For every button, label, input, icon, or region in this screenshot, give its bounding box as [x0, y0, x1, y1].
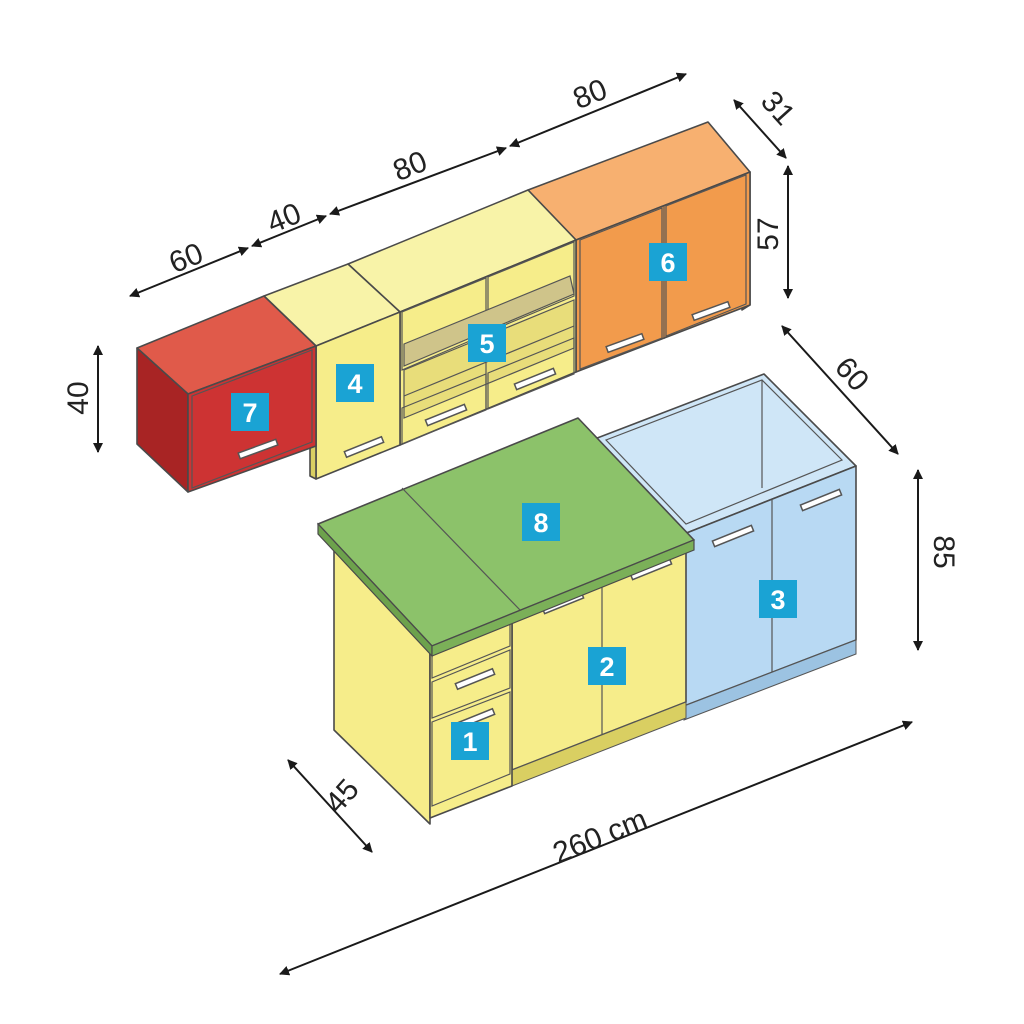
dim-label-45: 45: [319, 773, 366, 820]
dim-label-85: 85: [927, 535, 960, 568]
dim-line-60-upper: [129, 246, 249, 298]
dim-label-60-base: 60: [828, 351, 875, 398]
badge-6: 6: [649, 243, 687, 281]
badge-4: 4: [336, 364, 374, 402]
dim-line-80-left: [329, 146, 507, 216]
dim-label-80-right: 80: [569, 73, 612, 116]
dim-label-80-left: 80: [389, 145, 432, 188]
dim-line-260: [279, 720, 913, 976]
badge-1: 1: [451, 722, 489, 760]
badge-7: 7: [231, 393, 269, 431]
svg-text:4: 4: [347, 369, 362, 399]
dim-label-57: 57: [752, 217, 785, 250]
upper-cabinet-7: [136, 295, 317, 493]
dim-line-80-right: [509, 72, 687, 148]
svg-text:5: 5: [479, 329, 494, 359]
dim-line-31: [733, 99, 787, 159]
dim-label-40-upper: 40: [263, 197, 306, 240]
badge-2: 2: [588, 647, 626, 685]
svg-text:8: 8: [533, 508, 548, 538]
dim-label-260: 260 cm: [548, 803, 652, 870]
badge-3: 3: [759, 580, 797, 618]
svg-text:6: 6: [660, 248, 675, 278]
svg-text:3: 3: [770, 585, 785, 615]
dim-label-31: 31: [754, 85, 801, 132]
dim-label-40-left: 40: [62, 381, 95, 414]
svg-text:7: 7: [242, 398, 257, 428]
dim-label-60-upper: 60: [165, 237, 208, 280]
dim-line-60-base: [781, 325, 899, 455]
badge-5: 5: [468, 324, 506, 362]
worktop-8: [317, 417, 695, 658]
svg-text:1: 1: [462, 727, 477, 757]
svg-text:2: 2: [599, 652, 614, 682]
dimension-lines: [93, 72, 923, 976]
badge-8: 8: [522, 503, 560, 541]
dim-line-40-upper: [251, 214, 327, 248]
